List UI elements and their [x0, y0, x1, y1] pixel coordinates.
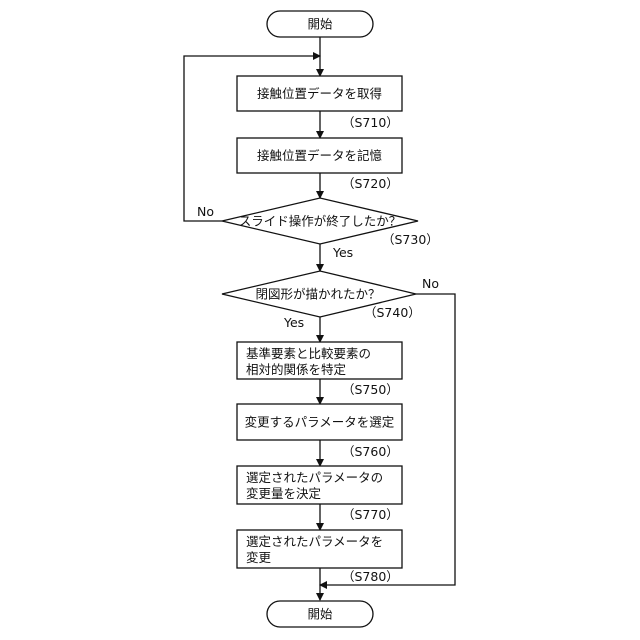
process-label-s780-line1: 選定されたパラメータを	[246, 534, 383, 549]
process-label-s750-line1: 基準要素と比較要素の	[246, 346, 371, 361]
step-code-s720: （S720）	[342, 176, 399, 191]
process-label-s780-line2: 変更	[246, 550, 272, 565]
step-code-s750: （S750）	[342, 382, 399, 397]
step-code-s740: （S740）	[364, 305, 421, 320]
process-label-s770-line1: 選定されたパラメータの	[246, 470, 383, 485]
step-code-s760: （S760）	[342, 444, 399, 459]
step-code-s730: （S730）	[382, 232, 439, 247]
process-label-s720: 接触位置データを記憶	[257, 148, 383, 163]
process-label-s770-line2: 変更量を決定	[246, 486, 321, 501]
branch-label-s740-yes: Yes	[283, 315, 304, 330]
decision-label-s740: 閉図形が描かれたか？	[255, 287, 380, 302]
decision-label-s730: スライド操作が終了したか？	[239, 214, 402, 229]
branch-label-s740-no: No	[422, 276, 439, 291]
end-terminal-label: 開始	[307, 607, 333, 622]
branch-label-s730-no: No	[197, 204, 214, 219]
step-code-s770: （S770）	[342, 507, 399, 522]
start-terminal-label: 開始	[307, 17, 333, 32]
branch-label-s730-yes: Yes	[332, 245, 353, 260]
process-label-s760: 変更するパラメータを選定	[245, 415, 395, 430]
step-code-s780: （S780）	[342, 569, 399, 584]
step-code-s710: （S710）	[342, 115, 399, 130]
process-label-s750-line2: 相対的関係を特定	[246, 362, 346, 377]
process-label-s710: 接触位置データを取得	[257, 86, 382, 101]
